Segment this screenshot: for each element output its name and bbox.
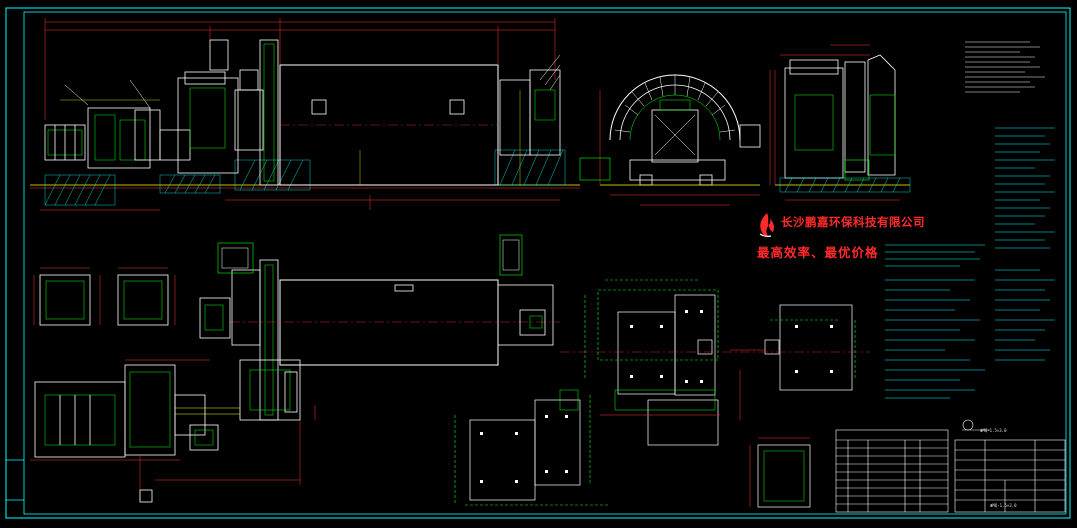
inner-frame [23, 11, 1067, 515]
company-slogan: 最高效率、最优价格 [757, 245, 879, 260]
general-notes [885, 244, 985, 399]
foundation-plan [560, 279, 870, 446]
company-watermark: 长沙鹏嘉环保科技有限公司 最高效率、最优价格 [755, 212, 925, 262]
outer-frame [5, 7, 1071, 519]
mill-end-view [579, 70, 771, 206]
surface-finish-symbol [962, 419, 990, 431]
mill-elevation-view [30, 18, 580, 211]
technical-spec-notes [965, 41, 1045, 93]
title-block [954, 439, 1066, 513]
parts-spec-list [995, 127, 1055, 361]
drawing-title: ΦMQ-1.5×3.0 [980, 428, 1007, 433]
pit-detail [749, 437, 811, 508]
company-name: 长沙鹏嘉环保科技有限公司 [781, 215, 925, 229]
mill-side-view [774, 44, 911, 201]
parts-list-table [835, 429, 949, 513]
flame-logo-icon [759, 213, 774, 237]
drawing-number: ΦMQ-1.5×3.0 [990, 503, 1017, 508]
foundation-detail-lower [454, 389, 610, 506]
mill-plan-view [30, 234, 560, 503]
